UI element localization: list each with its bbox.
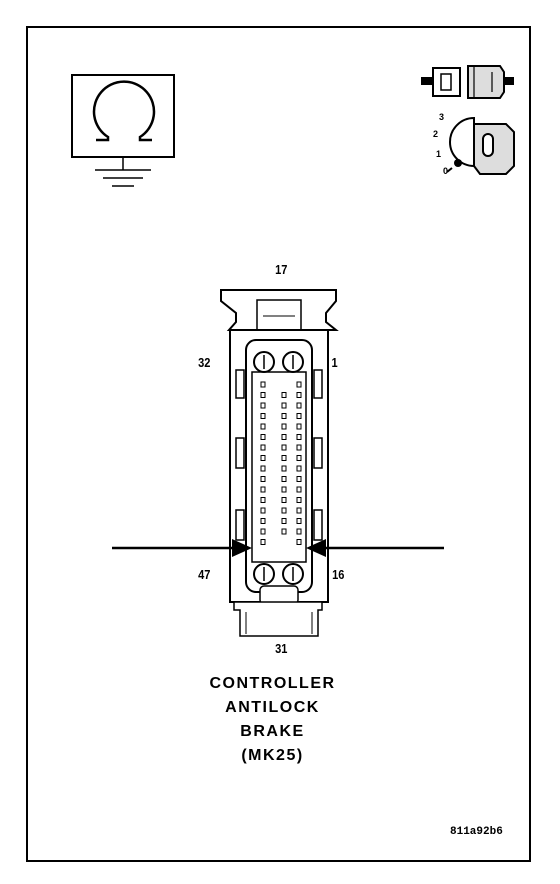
pin-cavity [296, 413, 302, 419]
pin-cavity [296, 539, 302, 545]
connector-body [220, 289, 339, 637]
pin-cavity [281, 497, 287, 503]
title-line-1: CONTROLLER [209, 675, 336, 692]
pin-cavity [260, 413, 266, 419]
pin-cavity [296, 455, 302, 461]
right-probe-arrow [306, 539, 444, 557]
pin-label-lower-right: 16 [332, 567, 345, 582]
pin-cavity [281, 402, 287, 409]
pin-cavity [281, 444, 287, 451]
pin-cavity [260, 423, 266, 430]
pin-cavity [260, 486, 266, 493]
pin-cavity [260, 455, 266, 461]
pin-cavity [281, 465, 287, 472]
title-line-2: ANTILOCK [225, 699, 320, 716]
pin-cavity [281, 518, 287, 524]
pin-cavity [296, 476, 302, 482]
pin-cavity [296, 402, 302, 409]
title-line-3: BRAKE [240, 723, 305, 740]
pin-cavity [260, 507, 266, 514]
pin-cavity [281, 507, 287, 514]
pin-cavity [260, 465, 266, 472]
pin-label-lower-left: 47 [198, 567, 211, 582]
ignition-position-2: 2 [433, 129, 439, 139]
pin-label-bottom: 31 [275, 641, 288, 656]
ignition-position-1: 1 [436, 149, 442, 159]
pin-cavity [260, 518, 266, 524]
pin-cavity [260, 392, 266, 398]
pin-label-top: 17 [275, 262, 288, 277]
component-title: CONTROLLER ANTILOCK BRAKE (MK25) [170, 672, 375, 768]
left-probe-arrow [112, 539, 252, 557]
pin-cavity [296, 518, 302, 524]
pin-cavity [296, 507, 302, 514]
ignition-key-icon [446, 116, 515, 175]
pin-cavity [260, 434, 266, 440]
pin-cavity [296, 434, 302, 440]
pin-cavity [296, 528, 302, 535]
ohmmeter-ground-icon [71, 74, 175, 187]
pin-cavity-grid [260, 381, 302, 545]
pin-cavity [260, 381, 266, 388]
disconnected-connector-icon [421, 65, 514, 99]
pin-cavity [260, 444, 266, 451]
pin-cavity [296, 444, 302, 451]
pin-cavity [281, 486, 287, 493]
title-line-4: (MK25) [241, 747, 304, 764]
pin-cavity [281, 413, 287, 419]
pin-cavity [296, 497, 302, 503]
pin-cavity [296, 392, 302, 398]
pin-cavity [296, 381, 302, 388]
pin-cavity [281, 455, 287, 461]
pin-cavity [281, 423, 287, 430]
pin-cavity [260, 539, 266, 545]
pin-cavity [296, 486, 302, 493]
pin-label-upper-right: 1 [331, 355, 338, 370]
pin-cavity [260, 402, 266, 409]
pin-cavity [260, 497, 266, 503]
pin-cavity [260, 476, 266, 482]
pin-cavity [296, 465, 302, 472]
pin-cavity [281, 476, 287, 482]
ignition-position-0: 0 [443, 166, 449, 176]
pin-cavity [281, 434, 287, 440]
pin-cavity [260, 528, 266, 535]
pin-cavity [296, 423, 302, 430]
ignition-position-3: 3 [439, 112, 445, 122]
pin-label-upper-left: 32 [198, 355, 211, 370]
pin-cavity [281, 528, 287, 535]
figure-code: 811a92b6 [450, 826, 503, 838]
diagram-frame [26, 26, 531, 862]
pin-cavity [281, 392, 287, 398]
